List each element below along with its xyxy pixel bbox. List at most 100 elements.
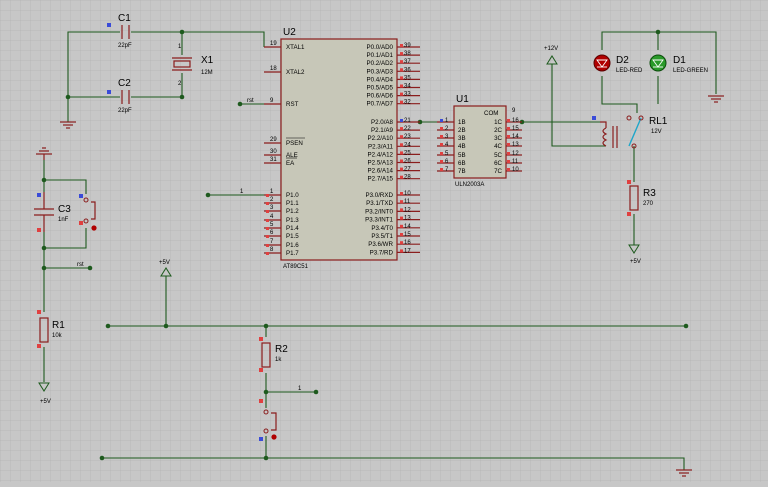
u2-pin[interactable]: P0.2/AD2 37 bbox=[367, 59, 420, 67]
d2-value: LED-RED bbox=[616, 68, 643, 74]
resistor-r2[interactable]: R2 1k bbox=[259, 337, 288, 372]
pin-name: P1.5 bbox=[286, 233, 299, 240]
pin-name: P2.7/A15 bbox=[368, 176, 394, 183]
pushbutton-reset[interactable] bbox=[79, 194, 97, 231]
led-d1-green[interactable]: D1 LED-GREEN bbox=[649, 54, 708, 74]
pin-number: 37 bbox=[404, 59, 411, 65]
pin-name: P1.2 bbox=[286, 208, 299, 215]
wire-gnd-rail bbox=[102, 457, 685, 470]
pin-number: 2 bbox=[270, 197, 274, 203]
pushbutton-input[interactable] bbox=[259, 399, 277, 441]
capacitor-c1[interactable]: C1 22pF bbox=[107, 13, 132, 49]
pin-number: 38 bbox=[404, 51, 411, 57]
resistor-r1[interactable]: R1 10k +5V bbox=[37, 310, 65, 405]
svg-text:+12V: +12V bbox=[544, 46, 558, 52]
capacitor-c3[interactable]: C3 1nF bbox=[34, 192, 71, 232]
crystal-x1[interactable]: 1 2 X1 12M bbox=[172, 44, 214, 87]
pin-name: 4C bbox=[494, 143, 502, 150]
u1-pin[interactable]: 5C 12 bbox=[494, 151, 522, 159]
ground-symbol-c3 bbox=[36, 147, 52, 160]
pin-name: P3.7/RD bbox=[370, 249, 394, 256]
pin-number: 12 bbox=[512, 151, 519, 157]
capacitor-c2[interactable]: C2 22pF bbox=[107, 78, 132, 114]
pin-number: 36 bbox=[404, 67, 411, 73]
pin-name: P0.2/AD2 bbox=[367, 60, 394, 67]
pin-name: EA bbox=[286, 160, 295, 167]
pin-number: 10 bbox=[512, 167, 519, 173]
net-label-rst: rst bbox=[77, 262, 84, 268]
pin-number: 14 bbox=[512, 134, 519, 140]
x1-ref: X1 bbox=[201, 55, 214, 66]
relay-rl1[interactable]: RL1 12V bbox=[592, 115, 668, 149]
net-label-sw2: 1 bbox=[298, 386, 302, 392]
pin-number: 22 bbox=[404, 126, 411, 132]
junctions bbox=[41, 29, 689, 461]
r3-supply-label: +5V bbox=[630, 259, 641, 265]
resistor-r3[interactable]: R3 270 +5V bbox=[627, 180, 656, 265]
pin-number: 11 bbox=[512, 159, 519, 165]
pin-name: 5C bbox=[494, 152, 502, 159]
pin-number: 1 bbox=[270, 189, 274, 195]
led-d2-red[interactable]: D2 LED-RED bbox=[593, 54, 643, 74]
pin-name: P0.5/AD5 bbox=[367, 85, 394, 92]
pin-number: 39 bbox=[404, 43, 411, 49]
pin-name: P2.5/A13 bbox=[368, 160, 394, 167]
pin-name: XTAL2 bbox=[286, 69, 305, 76]
wire-c1-left bbox=[67, 31, 120, 97]
